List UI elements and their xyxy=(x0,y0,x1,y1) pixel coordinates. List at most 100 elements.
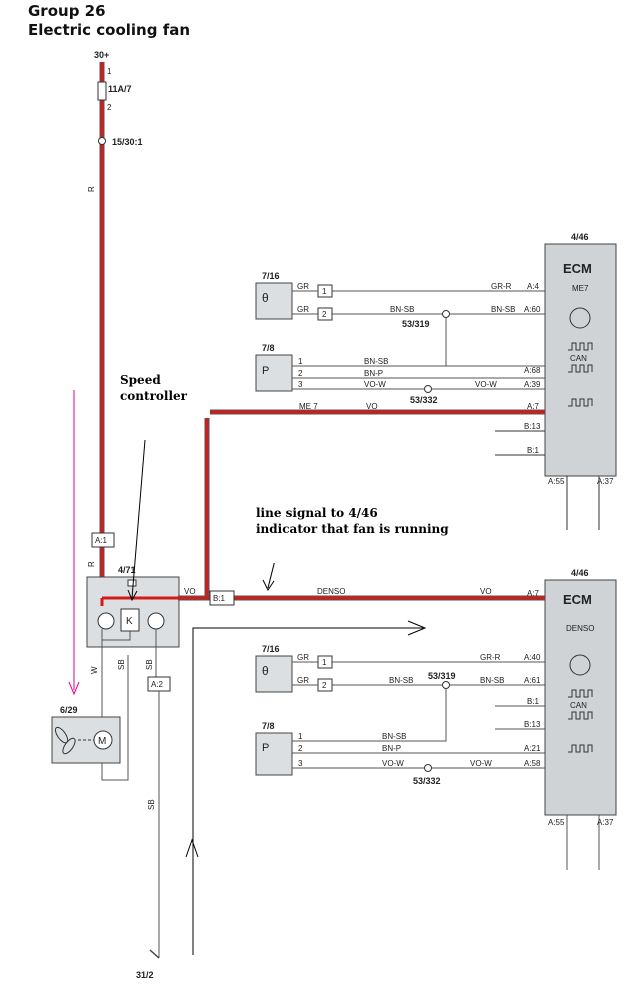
line-signal-note: line signal to 4/46 indicator that fan i… xyxy=(252,503,461,563)
ecm-denso-pulse-icon-3 xyxy=(568,744,593,753)
motor-m-icon xyxy=(93,730,113,750)
supply-feed: 30+ 1 11A/7 2 15/30:1 R xyxy=(87,50,143,598)
flow-arrow-up-icon xyxy=(185,838,199,858)
ecm-me7-pin-a60: A:60 xyxy=(524,305,541,314)
ecm-me7-pin-5: 3 xyxy=(298,380,303,389)
ecm-denso-wire-gr2: GR xyxy=(297,676,309,685)
wire-color-r: R xyxy=(87,186,96,192)
ecm-denso-pin-a61: A:61 xyxy=(524,676,541,685)
ecm-me7-pin-a4: A:4 xyxy=(527,282,540,291)
pressure-sensor-id: 7/8 xyxy=(262,343,275,353)
ecm-me7-id: 4/46 xyxy=(571,232,589,242)
ecm-me7-splice-1-label: 53/319 xyxy=(402,319,430,329)
ground-label: 31/2 xyxy=(136,970,154,980)
ecm-me7-wire-vow2: VO-W xyxy=(475,380,497,389)
denso-temp-sensor-id: 7/16 xyxy=(262,644,280,654)
speed-controller-note: Speed controller xyxy=(116,370,210,418)
ecm-denso-pin-2: 2 xyxy=(322,681,327,690)
ecm-me7-wire-gr1: GR xyxy=(297,282,309,291)
splice-point xyxy=(98,137,106,145)
fuse-pin-bottom: 2 xyxy=(107,103,112,112)
relay-k-glyph: K xyxy=(126,616,133,627)
motor-wires xyxy=(101,647,129,781)
ecm-me7-pin-b1: B:1 xyxy=(527,446,540,455)
ecm-denso-wire-bnsb1: BN-SB xyxy=(389,676,413,685)
ecm-denso-pin-a21: A:21 xyxy=(524,744,541,753)
pressure-p-glyph: P xyxy=(262,365,269,377)
ecm-me7-wire-me7: ME 7 xyxy=(299,402,318,411)
ecm-me7-pulse-icon-3 xyxy=(568,398,593,407)
ecm-denso-can: CAN xyxy=(570,701,587,710)
ecm-denso-pin-3: 1 xyxy=(298,732,303,741)
speed-controller-arrow-icon xyxy=(127,589,138,602)
ecm-me7-wire-bnp: BN-P xyxy=(364,369,383,378)
ecm-denso-wire-bnsb2: BN-SB xyxy=(480,676,504,685)
terminal-30-label: 30+ xyxy=(94,50,109,60)
ecm-denso-splice-1-label: 53/319 xyxy=(428,671,456,681)
ecm-me7-wire-bnsb1: BN-SB xyxy=(390,305,414,314)
speed-controller-line-2: controller xyxy=(120,389,187,403)
ecm-denso-splice-2-label: 53/332 xyxy=(413,776,441,786)
motor-m-glyph: M xyxy=(98,736,106,747)
connector-a1-label: A:1 xyxy=(95,536,108,545)
denso-p-glyph: P xyxy=(262,742,269,754)
line-signal-line-1: line signal to 4/46 xyxy=(256,506,378,520)
ecm-me7-pin-a55: A:55 xyxy=(548,477,565,486)
annotations xyxy=(68,390,427,955)
ecm-me7-conn-1 xyxy=(317,284,333,298)
fan-motor-id: 6/29 xyxy=(60,705,78,715)
ecm-me7-pin-a68: A:68 xyxy=(524,366,541,375)
ecm-denso-section: 4/46 ECM DENSO CAN B:1 DENSO VO A:7 7/16… xyxy=(178,568,617,870)
module-wire-vo: VO xyxy=(184,587,196,596)
module-red-path xyxy=(100,596,178,606)
page-heading: Group 26 Electric cooling fan xyxy=(28,2,190,40)
fan-motor: 6/29 M xyxy=(51,705,121,764)
ecm-denso-wires xyxy=(292,661,600,870)
ecm-me7-pulse-icon-2 xyxy=(568,364,593,373)
speed-controller-line-1: Speed xyxy=(120,373,161,387)
ecm-me7-pin-3: 1 xyxy=(298,357,303,366)
ecm-denso-splice-2 xyxy=(424,764,432,772)
ecm-me7-pin-a39: A:39 xyxy=(524,380,541,389)
ecm-denso-wire-bnsb3: BN-SB xyxy=(382,732,406,741)
ecm-denso-wire-vow1: VO-W xyxy=(382,759,404,768)
ecm-me7-title: ECM xyxy=(563,261,592,276)
temp-theta-glyph: θ xyxy=(262,291,269,305)
ecm-denso-wire-denso: DENSO xyxy=(317,587,345,596)
magenta-arrow-icon xyxy=(68,681,80,696)
denso-temp-sensor-box xyxy=(255,655,293,693)
ecm-me7-wire-bnsb3: BN-SB xyxy=(364,357,388,366)
ecm-me7-pin-a37: A:37 xyxy=(597,477,614,486)
denso-theta-glyph: θ xyxy=(262,664,269,678)
denso-pressure-sensor-id: 7/8 xyxy=(262,721,275,731)
ecm-me7-transistor-icon xyxy=(569,307,591,329)
ecm-me7-splice-2 xyxy=(424,385,432,393)
ecm-denso-wire-gr1: GR xyxy=(297,653,309,662)
ecm-me7-box xyxy=(544,243,617,477)
ecm-me7-conn-2 xyxy=(317,307,333,321)
ecm-denso-wire-vo: VO xyxy=(480,587,492,596)
ecm-me7-variant: ME7 xyxy=(572,284,589,293)
ecm-denso-pin-4: 2 xyxy=(298,744,303,753)
ecm-denso-pin-a40: A:40 xyxy=(524,653,541,662)
ecm-me7-wire-vo: VO xyxy=(366,402,378,411)
ecm-denso-pin-a55: A:55 xyxy=(548,818,565,827)
page-title: Electric cooling fan xyxy=(28,21,191,39)
line-signal-arrow-icon xyxy=(262,579,275,591)
temp-sensor-box xyxy=(255,282,293,320)
ecm-denso-conn-1 xyxy=(317,655,333,669)
ecm-denso-pin-b1: B:1 xyxy=(527,697,540,706)
ecm-denso-pin-a37: A:37 xyxy=(597,818,614,827)
ecm-me7-splice-1 xyxy=(442,310,450,318)
ecm-me7-section: 4/46 ECM ME7 CAN 7/16 θ 7/8 P 1 2 1 2 3 … xyxy=(204,232,617,598)
fuse-symbol xyxy=(97,81,107,101)
ecm-denso-pin-a7: A:7 xyxy=(527,589,540,598)
ecm-me7-wire-vow1: VO-W xyxy=(364,380,386,389)
ecm-me7-pin-4: 2 xyxy=(298,369,303,378)
ecm-me7-pin-1: 1 xyxy=(322,287,327,296)
flow-arrow-right-icon xyxy=(407,620,427,636)
ecm-me7-can-wires xyxy=(495,430,600,530)
fuse-label: 11A/7 xyxy=(108,84,132,94)
connector-a2-label: A:2 xyxy=(151,680,164,689)
ecm-denso-variant: DENSO xyxy=(566,624,594,633)
